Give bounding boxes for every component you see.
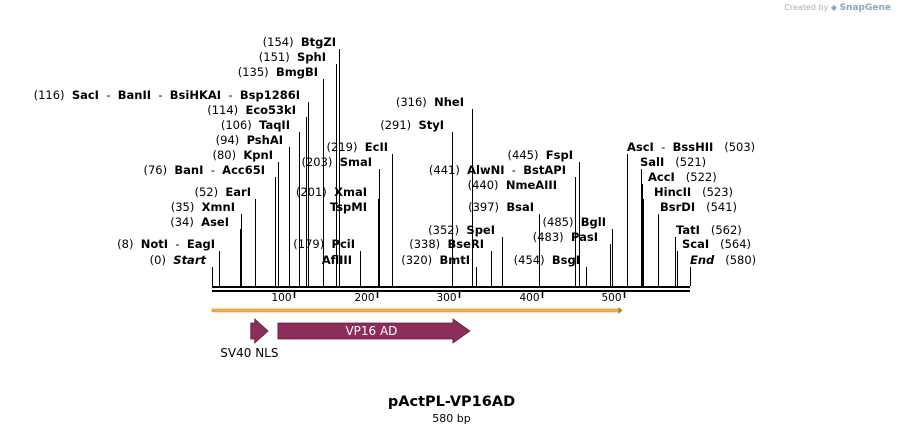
site-label[interactable]: (203) SmaI [301, 155, 372, 169]
site-label[interactable]: (320) BmtI [401, 253, 470, 267]
plasmid-size: 580 bp [432, 412, 471, 425]
feature-arrow[interactable] [277, 318, 471, 344]
site-label[interactable]: (34) AseI [170, 215, 229, 229]
ruler-ticks: 100 200 300 400 500 [271, 292, 626, 304]
backbone-bottom-strand [212, 290, 690, 292]
plasmid-name: pActPL-VP16AD [387, 394, 516, 410]
site-label[interactable]: (397) BsaI [468, 200, 534, 214]
features: SV40 NLS VP16 AD [220, 318, 471, 360]
site-label[interactable]: (76) BanI - Acc65I [143, 163, 265, 177]
ruler-tick-label: 200 [354, 292, 374, 304]
snapgene-credit[interactable]: Created by ◆ SnapGene [784, 3, 891, 13]
site-label[interactable]: (52) EarI [195, 185, 252, 199]
site-label[interactable]: (316) NheI [396, 95, 464, 109]
backbone-top-strand [212, 286, 690, 288]
site-label[interactable]: (114) Eco53kI [207, 103, 296, 117]
site-label[interactable]: ScaI (564) [682, 237, 751, 251]
sequence-backbone [212, 286, 690, 292]
ruler-tick-label: 300 [436, 292, 456, 304]
credit-prefix: Created by [784, 3, 829, 12]
site-label[interactable]: TatI (562) [676, 223, 742, 237]
site-label[interactable]: (154) BtgZI [263, 35, 336, 49]
feature-label: SV40 NLS [220, 346, 278, 360]
site-label[interactable]: (201) XmaI [296, 185, 367, 199]
site-label[interactable]: SalI (521) [640, 155, 706, 169]
site-label[interactable]: AflIII [322, 253, 352, 267]
ruler-tick-label: 500 [601, 292, 621, 304]
site-label[interactable]: (291) StyI [380, 118, 444, 132]
site-label[interactable]: (219) EcII [327, 140, 388, 154]
feature-arrow[interactable] [250, 318, 269, 344]
site-label[interactable]: HincII (523) [654, 185, 733, 199]
site-label[interactable]: BsrDI (541) [660, 200, 737, 214]
site-label[interactable]: (116) SacI - BanII - BsiHKAI - Bsp1286I [34, 88, 300, 102]
site-label[interactable]: (80) KpnI [212, 148, 273, 162]
site-label[interactable]: (151) SphI [259, 50, 326, 64]
site-label[interactable]: TspMI [330, 200, 367, 214]
site-label[interactable]: (445) FspI [508, 148, 573, 162]
site-label[interactable]: (94) PshAI [216, 133, 283, 147]
site-label[interactable]: (338) BseRI [409, 237, 484, 251]
cut-site-lines [212, 49, 691, 286]
site-label[interactable]: (352) SpeI [428, 223, 495, 237]
site-label[interactable]: (135) BmgBI [238, 65, 318, 79]
site-label[interactable]: (483) PasI [533, 230, 598, 244]
site-label[interactable]: (8) NotI - EagI [117, 237, 215, 251]
credit-brand: SnapGene [839, 3, 891, 13]
snapgene-logo-icon: ◆ [830, 3, 838, 12]
site-label[interactable]: (440) NmeAIII [468, 178, 557, 192]
orf-arrowhead [618, 307, 623, 314]
orf-bar [211, 307, 623, 314]
site-label[interactable]: (454) BsgI [514, 253, 580, 267]
orf-bar-body[interactable] [211, 308, 620, 313]
feature-label: VP16 AD [345, 324, 397, 338]
site-label[interactable]: (106) TaqII [221, 118, 290, 132]
site-label[interactable]: AscI - BssHII (503) [627, 140, 755, 154]
site-label[interactable]: (0) Start [150, 253, 207, 267]
site-label[interactable]: End (580) [690, 253, 756, 267]
site-label[interactable]: (35) XmnI [171, 200, 235, 214]
site-label[interactable]: (179) PciI [293, 237, 355, 251]
site-labels: (116) SacI - BanII - BsiHKAI - Bsp1286I(… [34, 35, 757, 267]
ruler-tick-label: 400 [519, 292, 539, 304]
site-label[interactable]: AccI (522) [648, 170, 717, 184]
site-label[interactable]: (441) AlwNI - BstAPI [429, 163, 566, 177]
site-label[interactable]: (485) BglI [543, 215, 606, 229]
ruler-tick-label: 100 [271, 292, 291, 304]
